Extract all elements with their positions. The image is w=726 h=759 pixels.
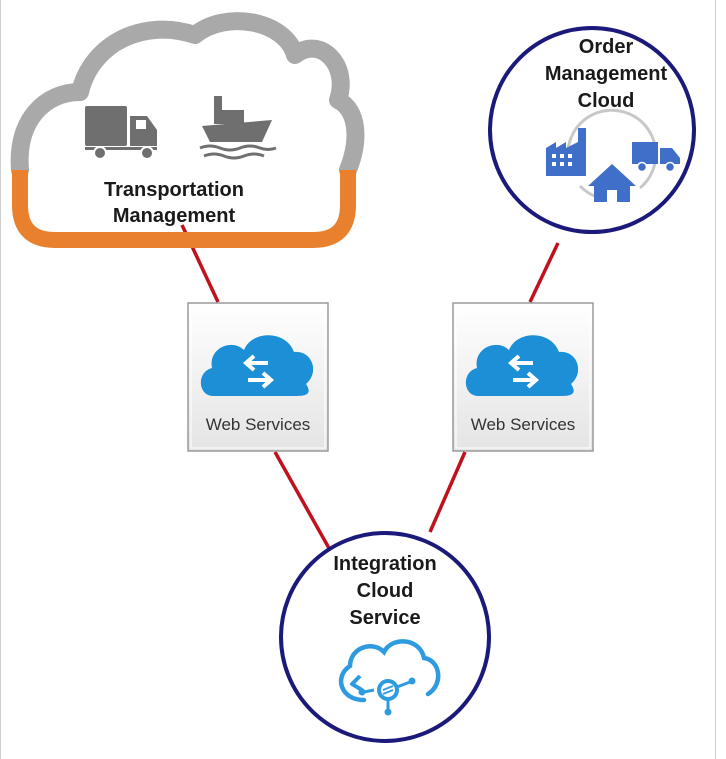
ship-icon xyxy=(199,96,277,160)
web-services-cloud-icon xyxy=(465,335,579,396)
web-services-right-label: Web Services xyxy=(471,415,576,434)
cycle-arc-icon xyxy=(566,108,658,190)
cloud-base-band xyxy=(12,170,356,248)
order-management-label-line2: Management xyxy=(545,63,668,85)
connector-order-ws-right xyxy=(528,242,560,303)
factory-icon xyxy=(546,128,586,176)
delivery-truck-icon xyxy=(632,142,680,173)
integration-label-line3: Service xyxy=(349,607,420,629)
integration-label-line1: Integration xyxy=(333,553,436,575)
web-services-right-box[interactable]: Web Services xyxy=(452,302,594,452)
connector-ws-left-integration xyxy=(273,451,332,551)
truck-icon xyxy=(85,106,157,160)
web-services-left-box[interactable]: Web Services xyxy=(187,302,329,452)
integration-label-line2: Cloud xyxy=(357,580,414,602)
cloud-outline xyxy=(10,12,365,179)
house-icon xyxy=(588,164,636,202)
connector-ws-right-integration xyxy=(428,451,467,533)
transportation-label-line2: Management xyxy=(113,205,236,227)
order-management-label-line1: Order xyxy=(579,36,634,58)
web-services-left-label: Web Services xyxy=(206,415,311,434)
transportation-management-node: Transportation Management xyxy=(10,12,365,248)
integration-cloud-icon xyxy=(338,639,441,716)
web-services-cloud-icon xyxy=(200,335,314,396)
order-management-cloud-node: Order Management Cloud xyxy=(488,26,696,234)
integration-cloud-service-node: Integration Cloud Service xyxy=(279,531,491,743)
transportation-label-line1: Transportation xyxy=(104,179,244,201)
order-management-label-line3: Cloud xyxy=(578,90,635,112)
